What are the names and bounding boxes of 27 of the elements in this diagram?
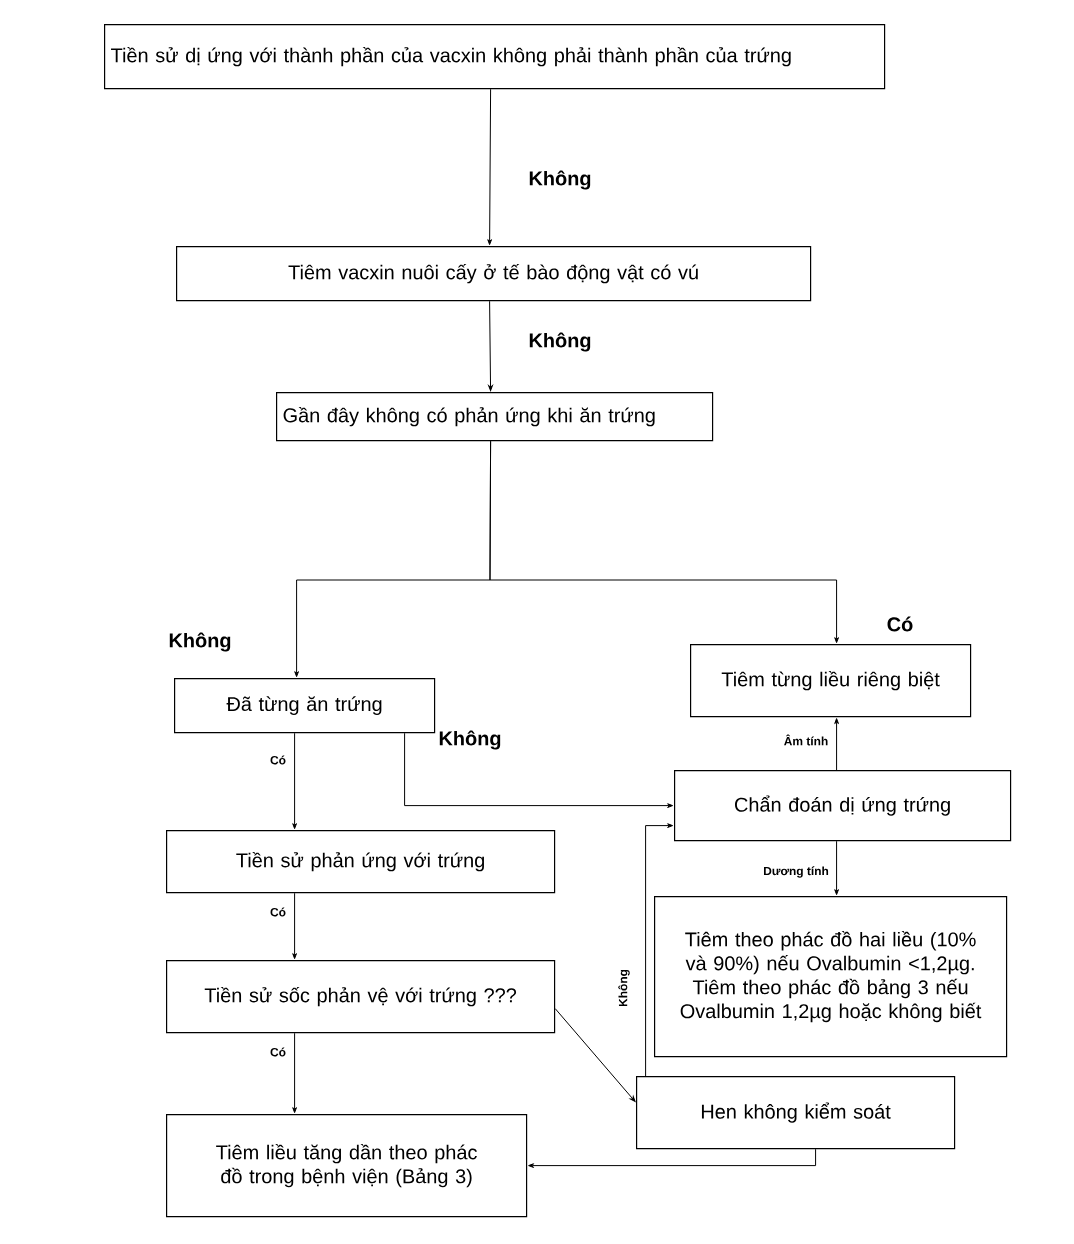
arrow (487, 88, 492, 246)
edge-label: Không (526, 168, 594, 192)
arrow (292, 732, 297, 830)
edge-label: Không (436, 728, 504, 752)
process-box: Tiền sử phản ứng với trứng (166, 830, 556, 894)
process-box: Hen không kiểm soát (636, 1076, 956, 1150)
arrow (834, 718, 839, 771)
process-box: Tiền sử dị ứng với thành phần của vacxin không phải thành phần của trứng (104, 24, 886, 90)
arrow (404, 732, 674, 808)
process-box: Gần đây không có phản ứng khi ăn trứng (276, 392, 714, 442)
arrow (292, 892, 297, 960)
arrow (292, 1032, 297, 1114)
process-box: Tiền sử sốc phản vệ với trứng ??? (166, 960, 556, 1034)
process-box: Tiêm vacxin nuôi cấy ở tế bào động vật có vú (176, 246, 812, 302)
arrow (554, 1008, 636, 1102)
process-box: Đã từng ăn trứng (174, 678, 436, 734)
process-box: Tiêm từng liều riêng biệt (690, 644, 972, 718)
process-box: Tiêm liều tăng dần theo phác đồ trong bệnh viện (Bảng 3) (166, 1114, 528, 1218)
arrow (488, 300, 493, 392)
arrow (834, 840, 839, 896)
process-box: Tiêm theo phác đồ hai liều (10% và 90%) nếu Ovalbumin <1,2µg. Tiêm theo phác đồ bảng 3 nếu Ovalbumin 1,2µg hoặc không biết (654, 896, 1008, 1058)
process-box: Chẩn đoán dị ứng trứng (674, 770, 1012, 842)
arrow (528, 1148, 817, 1168)
arrow (489, 440, 839, 644)
edge-label: Không (526, 330, 594, 354)
edge-label: Không (166, 630, 234, 654)
arrow (645, 823, 674, 1077)
